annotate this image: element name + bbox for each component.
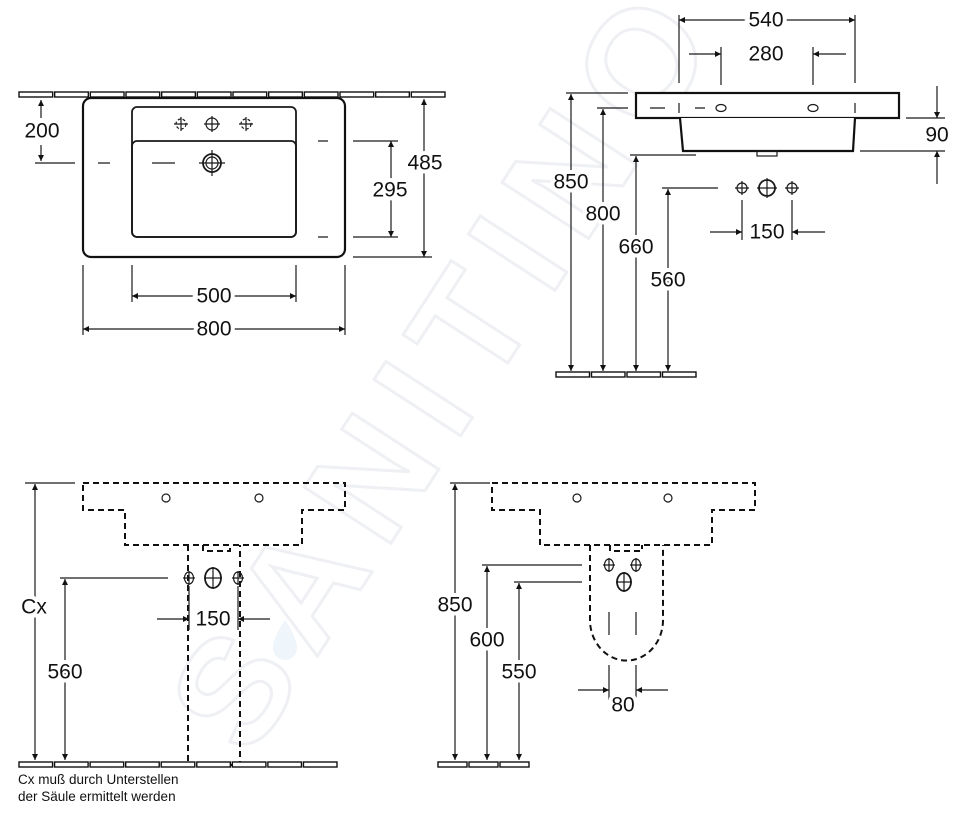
- tile: [53, 761, 89, 768]
- tile: [231, 761, 267, 768]
- note-line-2: der Säule ermittelt werden: [18, 789, 176, 804]
- dim-label-150: 150: [195, 608, 230, 631]
- basin-outline-dashed: [491, 482, 756, 546]
- supply-holes-icon: [603, 558, 642, 592]
- dim-label-600: 600: [469, 629, 504, 652]
- column-pedestal-view: Cx 560 150 Cx muß durch Unterstellen der…: [17, 482, 346, 804]
- ext-lines-540: [678, 15, 856, 83]
- dim-label-660: 660: [618, 236, 653, 259]
- tile: [555, 371, 591, 378]
- dim-label-560: 560: [650, 269, 685, 292]
- tile: [437, 761, 468, 768]
- dim-label-cx: Cx: [21, 596, 47, 619]
- side-view: 540 280 90 850 800 660 560 150: [549, 5, 953, 378]
- ext-lines-150: [188, 586, 239, 630]
- tile: [410, 91, 446, 98]
- tile: [160, 91, 197, 98]
- tile: [339, 91, 375, 98]
- dim-label-295: 295: [372, 179, 407, 202]
- tile: [89, 761, 125, 768]
- dim-label-485: 485: [407, 152, 442, 175]
- tile: [196, 761, 232, 768]
- tile: [160, 761, 196, 768]
- dim-label-540: 540: [748, 9, 783, 32]
- tile: [89, 91, 125, 98]
- half-pedestal-outline-dashed: [589, 545, 664, 662]
- watermark-drop: [273, 620, 297, 660]
- dim-label-90: 90: [925, 124, 948, 147]
- basin-outline: [81, 96, 347, 259]
- tap-hole-right: [254, 493, 264, 503]
- tile: [125, 91, 161, 98]
- drain-icon: [199, 150, 225, 176]
- supply-holes-icon: [735, 178, 799, 198]
- plan-view: 200 295 485 500 800: [18, 91, 447, 345]
- dim-label-550: 550: [501, 661, 536, 684]
- supply-holes-icon: [183, 567, 244, 589]
- basin-slab: [634, 91, 901, 120]
- tile: [374, 91, 411, 98]
- wall-tiles: [18, 91, 446, 98]
- tap-hole-left: [572, 493, 582, 503]
- half-pedestal-view: 850 600 550 80: [433, 482, 756, 768]
- dim-label-80: 80: [611, 694, 634, 717]
- tile: [590, 371, 626, 378]
- tile: [124, 761, 160, 768]
- tile: [267, 761, 303, 768]
- tile: [302, 761, 338, 768]
- tap-hole-icon: [174, 116, 253, 132]
- drain-outlet: [756, 150, 778, 157]
- dim-label-800: 800: [196, 318, 231, 341]
- tile: [468, 761, 499, 768]
- bowl-inner: [131, 140, 297, 238]
- tile: [53, 91, 90, 98]
- dim-label-150: 150: [749, 221, 784, 244]
- tile: [303, 91, 339, 98]
- floor-tiles: [18, 761, 338, 768]
- tile: [499, 761, 530, 768]
- tile: [267, 91, 304, 98]
- tap-hole-right: [807, 103, 819, 113]
- dim-label-200: 200: [24, 120, 59, 143]
- dim-label-850: 850: [437, 594, 472, 617]
- ext-lines-heights: [566, 92, 718, 189]
- tile: [626, 371, 662, 378]
- dim-label-500: 500: [196, 285, 231, 308]
- center-marks: [608, 612, 637, 635]
- dim-label-560: 560: [47, 661, 82, 684]
- ext-lines-80: [608, 665, 637, 700]
- center-marks: [650, 103, 856, 113]
- ext-lines: [25, 482, 168, 579]
- tile: [18, 761, 54, 768]
- dim-label-280: 280: [748, 43, 783, 66]
- ext-lines-width: [82, 265, 346, 335]
- dim-label-850: 850: [553, 171, 588, 194]
- tile: [661, 371, 697, 378]
- note-line-1: Cx muß durch Unterstellen: [18, 772, 179, 787]
- floor-tiles: [437, 761, 530, 768]
- floor-tiles: [555, 371, 697, 378]
- tap-hole-left: [161, 493, 171, 503]
- ext-lines: [450, 482, 582, 583]
- basin-bowl: [678, 117, 857, 153]
- tap-hole-right: [663, 493, 673, 503]
- ext-lines-90: [860, 117, 945, 152]
- center-marks: [35, 140, 328, 238]
- tile: [18, 91, 54, 98]
- basin-outline-dashed: [82, 482, 346, 546]
- tile: [232, 91, 268, 98]
- tap-hole-left: [715, 103, 727, 113]
- tile: [196, 91, 232, 98]
- dim-label-800: 800: [585, 203, 620, 226]
